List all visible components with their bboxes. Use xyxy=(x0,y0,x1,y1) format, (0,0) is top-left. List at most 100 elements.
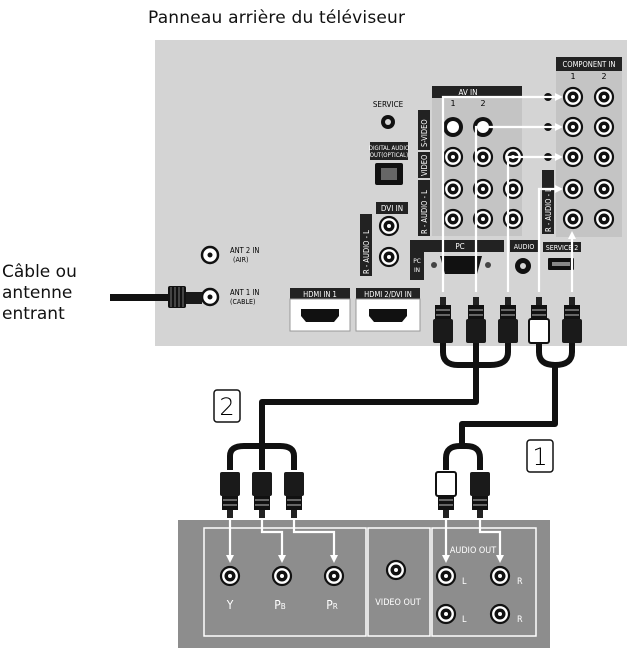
cable-number-1: 1 xyxy=(526,439,554,473)
pc-label: PC xyxy=(455,242,464,251)
route-audio-l xyxy=(537,185,563,292)
hdmi1-header xyxy=(290,288,350,299)
dvi-audio-strip xyxy=(360,214,372,276)
av-1-video-jack xyxy=(442,146,464,168)
av-3-audio-r-jack xyxy=(502,208,524,230)
component-in-block xyxy=(556,57,622,237)
hdmi1-label: HDMI IN 1 xyxy=(303,290,337,299)
video-strip xyxy=(418,152,430,178)
dvi-in-header xyxy=(376,202,408,214)
tv-routing-lines xyxy=(441,93,576,292)
incoming-antenna-cable xyxy=(110,286,202,308)
device-audio-r-jack-2 xyxy=(489,603,511,625)
route-y xyxy=(441,93,563,292)
av-col-2: 2 xyxy=(480,99,485,108)
cable-1-bottom-split xyxy=(443,443,483,470)
service-label: SERVICE xyxy=(373,100,404,109)
s-video-label: S-VIDEO xyxy=(420,119,429,147)
hdmi2-port-icon xyxy=(369,309,407,322)
device-route-pb xyxy=(260,518,286,563)
cables xyxy=(227,335,575,470)
device-plug-y xyxy=(220,472,240,518)
component-1-pr-jack xyxy=(562,146,584,168)
video-label: VIDEO xyxy=(420,155,429,176)
device-audio-r-jack-1 xyxy=(489,565,511,587)
device-pb-jack xyxy=(271,565,293,587)
device-audio-l-jack-2 xyxy=(435,603,457,625)
audio-r-label-2: R xyxy=(517,615,523,625)
component-col-2: 2 xyxy=(601,72,606,81)
component-1-audio-l-jack xyxy=(562,178,584,200)
pc-in-label-line-1: PC xyxy=(413,257,421,265)
route-pr xyxy=(506,153,563,292)
device-panel: Y PB PR VIDEO OUT AUDIO OUT L R L R xyxy=(178,520,550,648)
ant1-label-line-1: ANT 1 IN xyxy=(230,288,259,297)
hdmi1-port-icon xyxy=(301,309,339,322)
component-2-pb-jack xyxy=(593,116,615,138)
av-audio-label: R - AUDIO - L xyxy=(420,190,429,234)
digital-audio-label-line-1: DIGITAL AUDIO xyxy=(369,145,409,152)
device-pr-jack xyxy=(323,565,345,587)
cable-2-run xyxy=(259,365,479,446)
dvi-in-label: DVI IN xyxy=(381,204,403,213)
av-col-1: 1 xyxy=(450,99,455,108)
device-panel-background xyxy=(178,520,550,648)
diagram-title: Panneau arrière du téléviseur xyxy=(148,8,406,28)
av-in-header xyxy=(432,86,522,98)
dvi-audio-l-jack xyxy=(378,215,400,237)
av-1-audio-r-jack xyxy=(442,208,464,230)
cable-1-run xyxy=(459,365,558,446)
device-plug-audio-r xyxy=(470,472,490,518)
video-out-box xyxy=(367,527,431,637)
device-route-pr xyxy=(292,518,338,563)
component-2-y-jack xyxy=(593,86,615,108)
video-out-label: VIDEO OUT xyxy=(375,598,421,608)
device-plug-audio-l xyxy=(435,471,457,519)
component-audio-strip xyxy=(542,170,554,234)
coax-plug-icon xyxy=(168,286,186,308)
digital-audio-label-line-2: OUT(OPTICAL) xyxy=(370,152,409,159)
cable-label-line-2: antenne xyxy=(2,283,73,303)
av-audio-strip xyxy=(418,180,430,236)
incoming-cable-label: Câble ou antenne entrant xyxy=(2,262,77,325)
device-plug-pb xyxy=(252,472,272,518)
component-2-audio-r-jack xyxy=(593,208,615,230)
pc-audio-label: AUDIO xyxy=(514,243,535,251)
s-video-strip xyxy=(418,110,430,150)
component-audio-label: R - AUDIO - L xyxy=(544,188,553,232)
component-1-y-jack xyxy=(562,86,584,108)
device-y-jack xyxy=(219,565,241,587)
device-route-audio-r xyxy=(478,518,504,563)
av-3-audio-l-jack xyxy=(502,178,524,200)
pc-in-strip xyxy=(410,252,424,280)
pc-audio-header xyxy=(510,240,538,252)
audio-out-label: AUDIO OUT xyxy=(450,546,496,556)
component-1-audio-r-jack xyxy=(562,208,584,230)
service2-header xyxy=(543,242,581,252)
cable-label-line-3: entrant xyxy=(2,304,65,324)
component-in-header xyxy=(556,57,622,71)
audio-l-label-1: L xyxy=(462,577,467,587)
device-routing-lines xyxy=(226,518,504,563)
audio-out-box xyxy=(431,527,537,637)
ant2-label-line-2: (AIR) xyxy=(233,256,248,264)
cable-label-line-1: Câble ou xyxy=(2,262,77,282)
dvi-audio-label: R - AUDIO - L xyxy=(362,230,371,274)
device-video-out-jack xyxy=(385,559,407,581)
pc-vga-port-icon xyxy=(440,256,482,274)
dvi-audio-r-jack xyxy=(378,246,400,268)
audio-r-label-1: R xyxy=(517,577,523,587)
device-side-plugs xyxy=(220,471,490,519)
tv-rear-panel: COMPONENT IN 1 2 R - AUDIO - L AV IN 1 2 xyxy=(155,40,627,346)
device-pr-label: PR xyxy=(326,598,338,612)
component-in-label: COMPONENT IN xyxy=(563,60,616,69)
hdmi2-header xyxy=(356,288,420,299)
audio-l-label-2: L xyxy=(462,615,467,625)
device-y-label: Y xyxy=(226,598,234,612)
component-2-audio-l-jack xyxy=(593,178,615,200)
digital-audio-header xyxy=(370,142,408,160)
component-col-1: 1 xyxy=(570,72,575,81)
device-plug-pr xyxy=(284,472,304,518)
device-audio-l-jack-1 xyxy=(435,565,457,587)
